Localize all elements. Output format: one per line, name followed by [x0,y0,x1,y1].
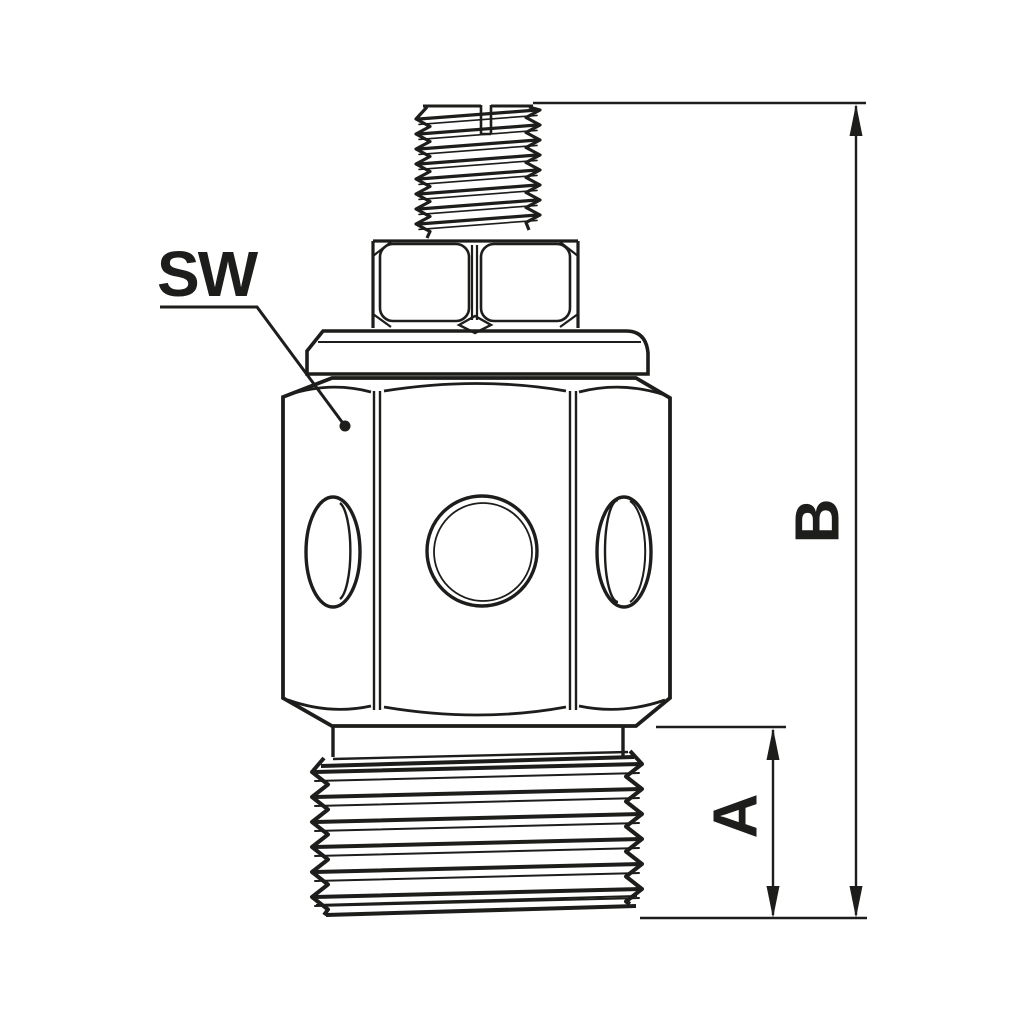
arrow-down-icon [849,886,863,918]
screw-slot-icon [423,104,533,136]
flange [305,329,650,376]
left-vent-slot [304,495,362,609]
center-vent-hole [425,494,539,608]
right-vent-slot [595,495,653,609]
sw-leader-line [160,305,347,427]
dimension-a: A [656,725,786,918]
hex-body [281,376,672,728]
adjustment-screw [414,105,542,239]
arrow-down-icon [766,886,780,918]
label-b: B [784,499,853,544]
sw-callout: SW [157,238,351,432]
dimension-b: B [533,101,867,920]
hex-nut [371,239,580,335]
male-thread [310,749,644,917]
label-sw: SW [157,238,259,310]
arrow-up-icon [849,104,863,136]
sw-leader-dot [339,420,351,432]
label-a: A [702,794,771,839]
arrow-up-icon [766,728,780,760]
